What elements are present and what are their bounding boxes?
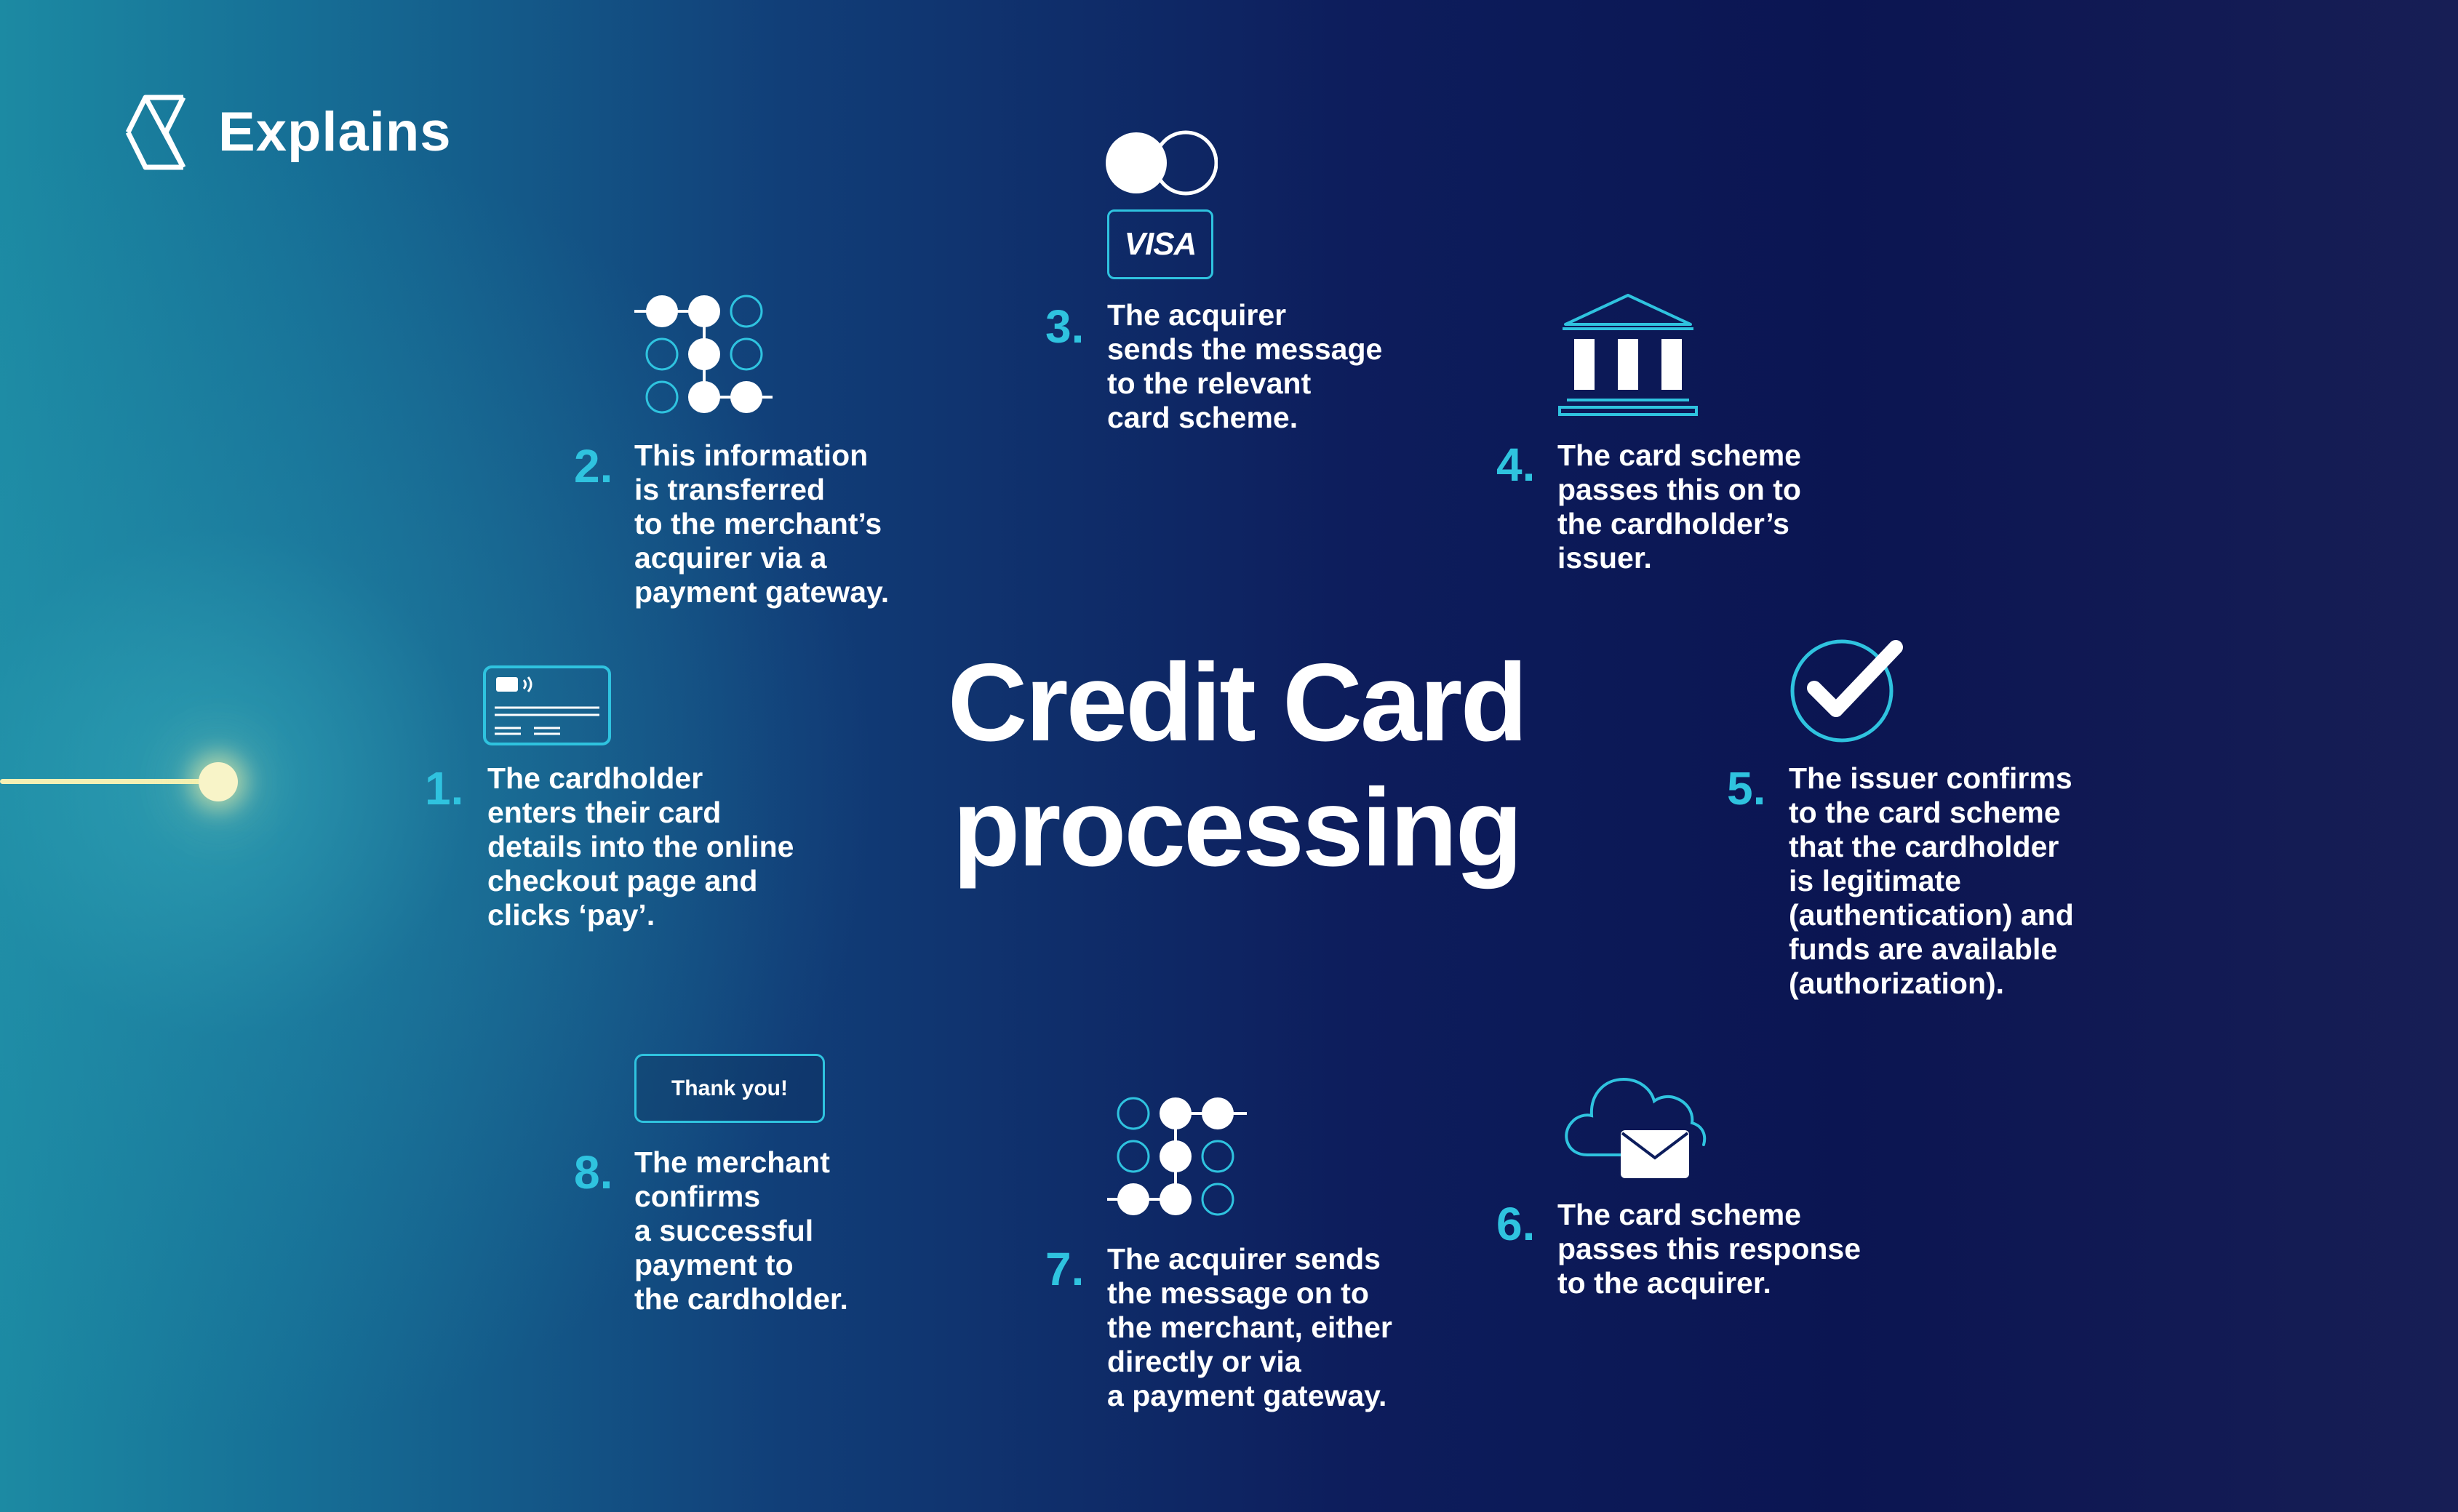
step-6-text: The card scheme passes this response to … <box>1557 1198 1862 1300</box>
step-2-text: This information is transferred to the m… <box>634 439 890 609</box>
step-1-text: The cardholder enters their card details… <box>487 761 794 932</box>
credit-card-icon <box>483 665 611 745</box>
check-circle-icon <box>1790 639 1903 743</box>
brand: Explains <box>124 95 452 170</box>
step-8-number: 8. <box>574 1146 613 1199</box>
step-5-number: 5. <box>1727 762 1766 815</box>
step-7-number: 7. <box>1045 1243 1085 1295</box>
card-scheme-icon <box>1106 130 1218 196</box>
step-6-number: 6. <box>1496 1198 1536 1250</box>
step-3-number: 3. <box>1045 300 1085 353</box>
page-title: Credit Card processing <box>947 641 1528 889</box>
cloud-mail-icon <box>1565 1077 1707 1178</box>
timeline-dot <box>199 762 238 801</box>
step-3-text: The acquirer sends the message to the re… <box>1107 298 1383 434</box>
visa-badge: VISA <box>1107 209 1213 279</box>
step-7-text: The acquirer sends the message on to the… <box>1107 1242 1392 1412</box>
bank-icon <box>1558 294 1698 416</box>
thank-you-button[interactable]: Thank you! <box>634 1054 825 1123</box>
step-4-number: 4. <box>1496 439 1536 491</box>
step-5-text: The issuer confirms to the card scheme t… <box>1789 761 2074 1000</box>
brand-name: Explains <box>218 101 452 163</box>
dot-network-icon <box>1107 1097 1247 1216</box>
timeline-line <box>0 779 218 784</box>
step-1-number: 1. <box>425 762 464 815</box>
dot-network-icon <box>634 295 773 414</box>
x-logo-icon <box>125 95 186 170</box>
step-8-text: The merchant confirms a successful payme… <box>634 1145 848 1316</box>
step-4-text: The card scheme passes this on to the ca… <box>1557 439 1801 575</box>
step-2-number: 2. <box>574 440 613 492</box>
